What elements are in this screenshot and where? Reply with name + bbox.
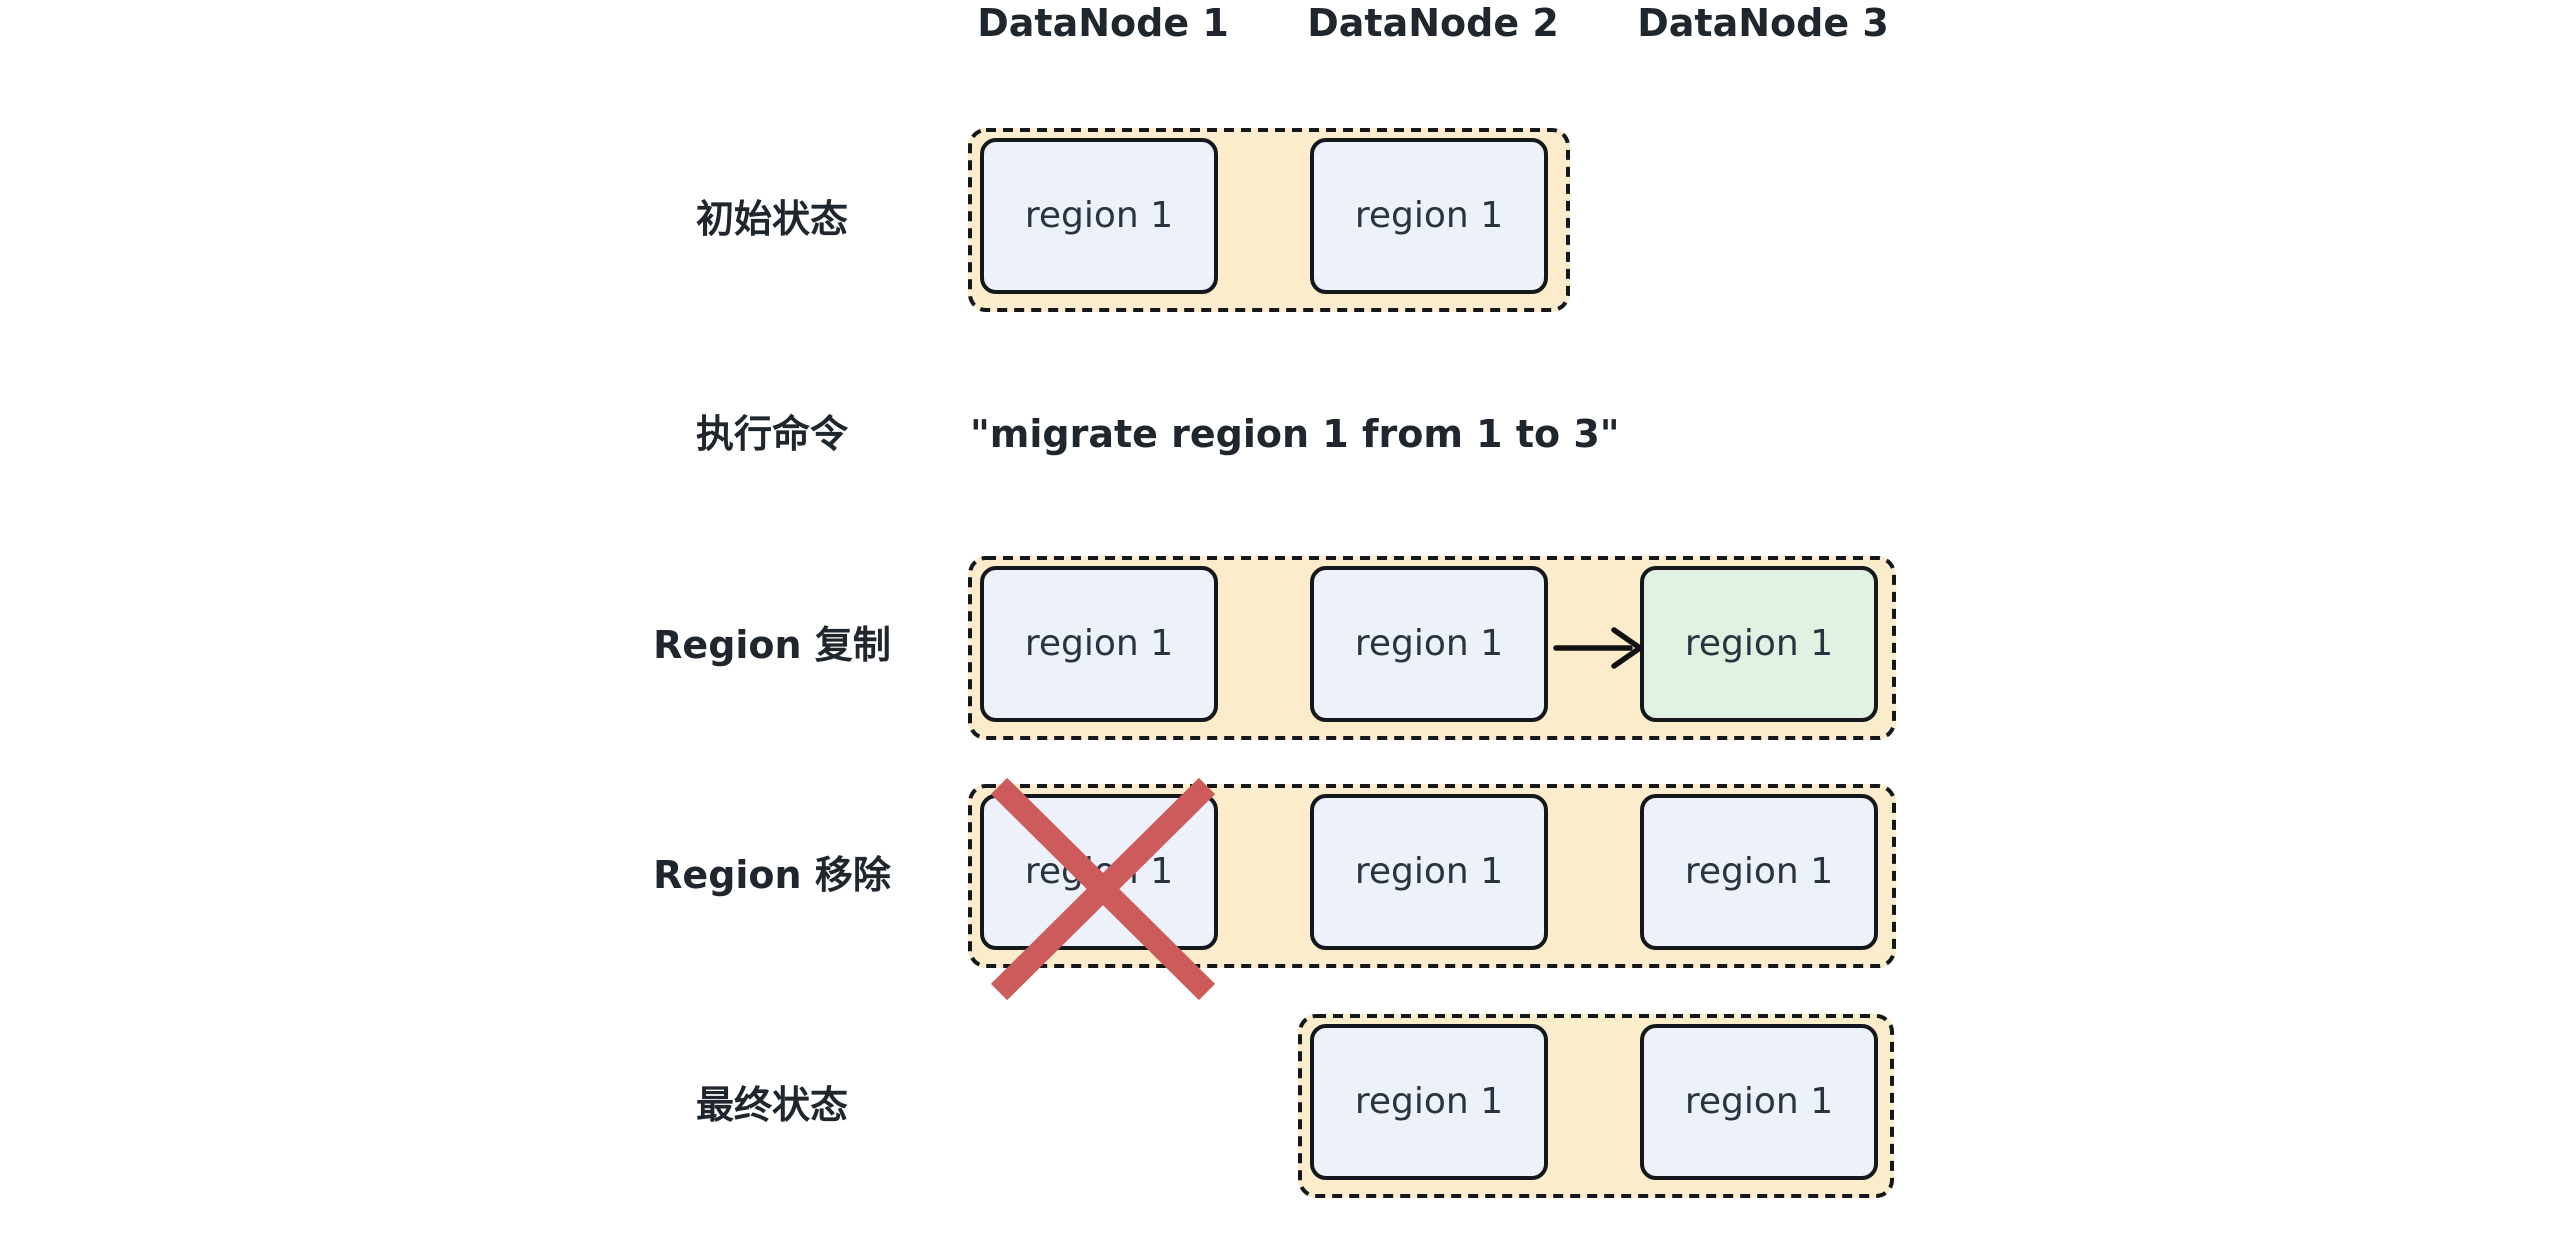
region-box-label: region 1 (1024, 851, 1174, 893)
column-header-datanode-3: DataNode 3 (1637, 1, 1889, 45)
region-box-replicate-datanode3-new: region 1 (1640, 566, 1878, 722)
region-box-label: region 1 (1684, 623, 1834, 665)
region-box-initial-datanode1: region 1 (980, 138, 1218, 294)
region-box-label: region 1 (1024, 623, 1174, 665)
region-box-label: region 1 (1354, 851, 1504, 893)
row-label-region-replicate: Region 复制 (653, 623, 891, 668)
row-label-region-remove: Region 移除 (653, 853, 891, 898)
region-box-remove-datanode1: region 1 (980, 794, 1218, 950)
row-label-final-state: 最终状态 (695, 1083, 849, 1128)
region-box-final-datanode2: region 1 (1310, 1024, 1548, 1180)
column-header-datanode-2: DataNode 2 (1307, 1, 1559, 45)
group-initial-state: region 1 region 1 (968, 128, 1570, 312)
region-box-label: region 1 (1354, 195, 1504, 237)
row-label-initial-state: 初始状态 (695, 197, 849, 242)
row-label-execute-command: 执行命令 (695, 412, 849, 457)
command-text: "migrate region 1 from 1 to 3" (970, 412, 1620, 457)
group-region-remove: region 1 region 1 region 1 (968, 784, 1896, 968)
region-box-final-datanode3: region 1 (1640, 1024, 1878, 1180)
region-box-label: region 1 (1354, 623, 1504, 665)
region-box-label: region 1 (1024, 195, 1174, 237)
region-box-label: region 1 (1684, 851, 1834, 893)
region-box-label: region 1 (1354, 1081, 1504, 1123)
region-box-initial-datanode2: region 1 (1310, 138, 1548, 294)
region-box-replicate-datanode2: region 1 (1310, 566, 1548, 722)
group-final-state: region 1 region 1 (1298, 1014, 1894, 1198)
region-box-remove-datanode3: region 1 (1640, 794, 1878, 950)
region-box-label: region 1 (1684, 1081, 1834, 1123)
group-region-replicate: region 1 region 1 region 1 (968, 556, 1896, 740)
region-box-remove-datanode2: region 1 (1310, 794, 1548, 950)
region-box-replicate-datanode1: region 1 (980, 566, 1218, 722)
column-header-datanode-1: DataNode 1 (977, 1, 1229, 45)
